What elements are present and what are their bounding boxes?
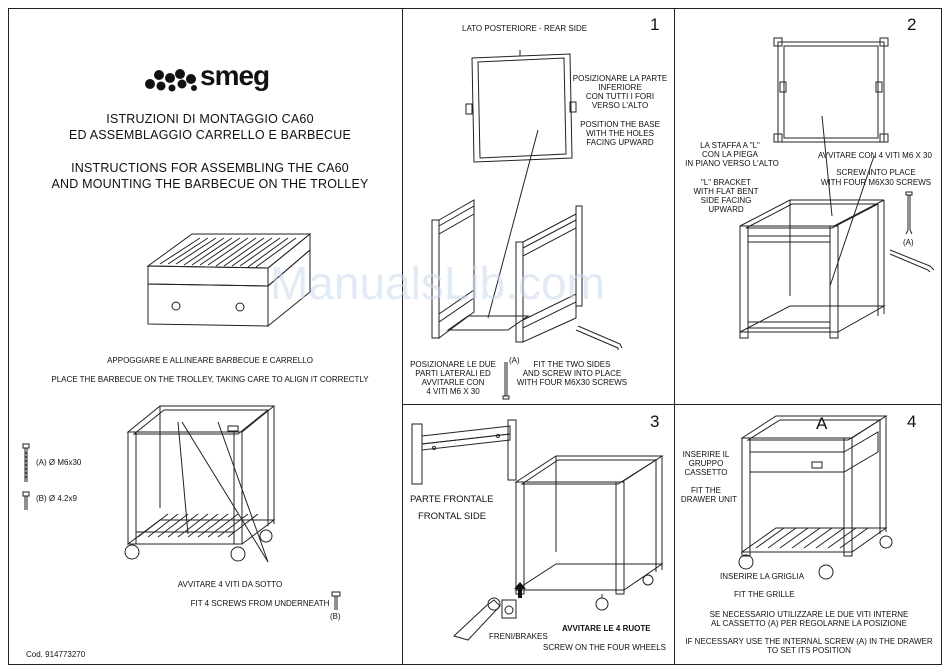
fit-drawer-italian-3: CASSETTO [684,468,728,477]
divider-horizontal-steps [402,404,942,405]
side-panels-illustration [431,129,583,343]
fit-drawer-english-1: FIT THE [691,486,721,495]
step-3-number: 3 [650,412,660,431]
position-base-english-1: POSITION THE BASE [580,120,660,129]
place-instruction-english: PLACE THE BARBECUE ON THE TROLLEY, TAKIN… [51,375,369,384]
front-side-detail-illustration [411,419,517,485]
screw-a-icon [22,443,30,482]
position-base-italian-2: INFERIORE [598,83,642,92]
sides-italian-2: PARTI LATERALI ED [415,369,491,378]
position-base-italian-3: CON TUTTI I FORI [585,92,655,101]
step2-allen-key-icon [889,249,935,273]
note-italian-1: SE NECESSARIO UTILIZZARE LE DUE VITI INT… [709,610,909,619]
trolley-underneath-illustration [124,405,276,563]
sides-english-1: FIT THE TWO SIDES [533,360,611,369]
screw-b-detail-label: (B) [330,612,341,621]
title-italian-line1: ISTRUZIONI DI MONTAGGIO CA60 [106,112,314,126]
step2-screw-label: (A) [903,238,914,247]
page-border-top [8,8,942,9]
sides-italian-4: 4 VITI M6 X 30 [426,387,480,396]
underneath-instruction-english: FIT 4 SCREWS FROM UNDERNEATH [190,599,330,608]
step-1-number: 1 [650,15,660,34]
top-frame-illustration [773,37,889,217]
divider-vertical-steps [674,8,675,665]
l-bracket-italian-1: LA STAFFA A "L" [700,141,760,150]
note-italian-2: AL CASSETTO (A) PER REGOLARNE LA POSIZIO… [710,619,908,628]
step2-screw-icon [905,191,913,235]
smeg-logo: smeg [200,60,270,91]
sides-italian-1: POSIZIONARE LE DUE [410,360,496,369]
l-bracket-english-2: WITH FLAT BENT [693,187,759,196]
step-4-number: 4 [907,412,917,431]
trolley-wheels-illustration [514,455,664,611]
fit-drawer-english-2: DRAWER UNIT [680,495,738,504]
title-english-line2: AND MOUNTING THE BARBECUE ON THE TROLLEY [51,177,369,191]
base-frame-illustration [465,50,577,163]
title-italian-line2: ED ASSEMBLAGGIO CARRELLO E BARBECUE [68,128,352,142]
note-english-2: TO SET ITS POSITION [767,646,851,655]
fit-grille-italian: INSERIRE LA GRIGLIA [720,572,805,581]
fit-grille-english: FIT THE GRILLE [734,590,795,599]
position-base-italian-1: POSIZIONARE LA PARTE [572,74,668,83]
position-base-english-3: FACING UPWARD [586,138,654,147]
note-english-1: IF NECESSARY USE THE INTERNAL SCREW (A) … [685,637,933,646]
brakes-label: FRENI/BRAKES [489,632,548,641]
screw-wheels-italian: AVVITARE LE 4 RUOTE [562,624,651,633]
screw-into-place-italian: AVVITARE CON 4 VITI M6 X 30 [818,151,932,160]
page-border-right [941,8,942,665]
front-side-italian: PARTE FRONTALE [410,494,494,505]
sides-english-3: WITH FOUR M6X30 SCREWS [516,378,628,387]
screw-wheels-english: SCREW ON THE FOUR WHEELS [543,643,666,652]
l-bracket-italian-2: CON LA PIEGA [701,150,759,159]
sides-italian-3: AVVITARLE CON [421,378,485,387]
l-bracket-english-3: SIDE FACING [700,196,752,205]
up-arrow-icon [514,582,526,598]
l-bracket-english-1: "L" BRACKET [700,178,752,187]
watermark: ManualsLib.com [270,257,605,309]
page-border-bottom [8,664,942,665]
position-base-english-2: WITH THE HOLES [586,129,654,138]
front-side-english: FRONTAL SIDE [418,511,487,522]
screw-into-place-english-2: WITH FOUR M6X30 SCREWS [820,178,932,187]
rear-side-label: LATO POSTERIORE - REAR SIDE [462,24,588,33]
drawer-label-a: A [816,414,828,433]
title-english-line1: INSTRUCTIONS FOR ASSEMBLING THE CA60 [71,161,349,175]
step1-screw-icon [502,362,510,400]
page-border-left [8,8,9,665]
screw-into-place-english-1: SCREW INTO PLACE [836,168,916,177]
smeg-logo-dots [145,69,197,92]
fit-drawer-italian-2: GRUPPO [688,459,724,468]
allen-key-icon [575,325,623,350]
screw-a-label: (A) Ø M6x30 [36,458,82,467]
trolley-frame-illustration [739,155,886,339]
step-2-number: 2 [907,15,917,34]
sides-english-2: AND SCREW INTO PLACE [522,369,622,378]
divider-vertical-main [402,8,403,665]
screw-b-detail-icon [331,591,341,610]
place-instruction-italian: APPOGGIARE E ALLINEARE BARBECUE E CARREL… [107,356,313,365]
screw-b-icon [22,491,30,510]
screw-b-label: (B) Ø 4.2x9 [36,494,77,503]
l-bracket-italian-3: IN PIANO VERSO L'ALTO [685,159,779,168]
trolley-drawer-illustration [738,415,893,580]
l-bracket-english-4: UPWARD [708,205,744,214]
underneath-instruction-italian: AVVITARE 4 VITI DA SOTTO [177,580,283,589]
document-code: Cod. 914773270 [26,650,86,659]
barbecue-illustration [146,232,312,328]
wheel-brake-icon [453,597,517,641]
position-base-italian-4: VERSO L'ALTO [591,101,649,110]
fit-drawer-italian-1: INSERIRE IL [682,450,730,459]
step1-screw-label: (A) [509,356,520,365]
